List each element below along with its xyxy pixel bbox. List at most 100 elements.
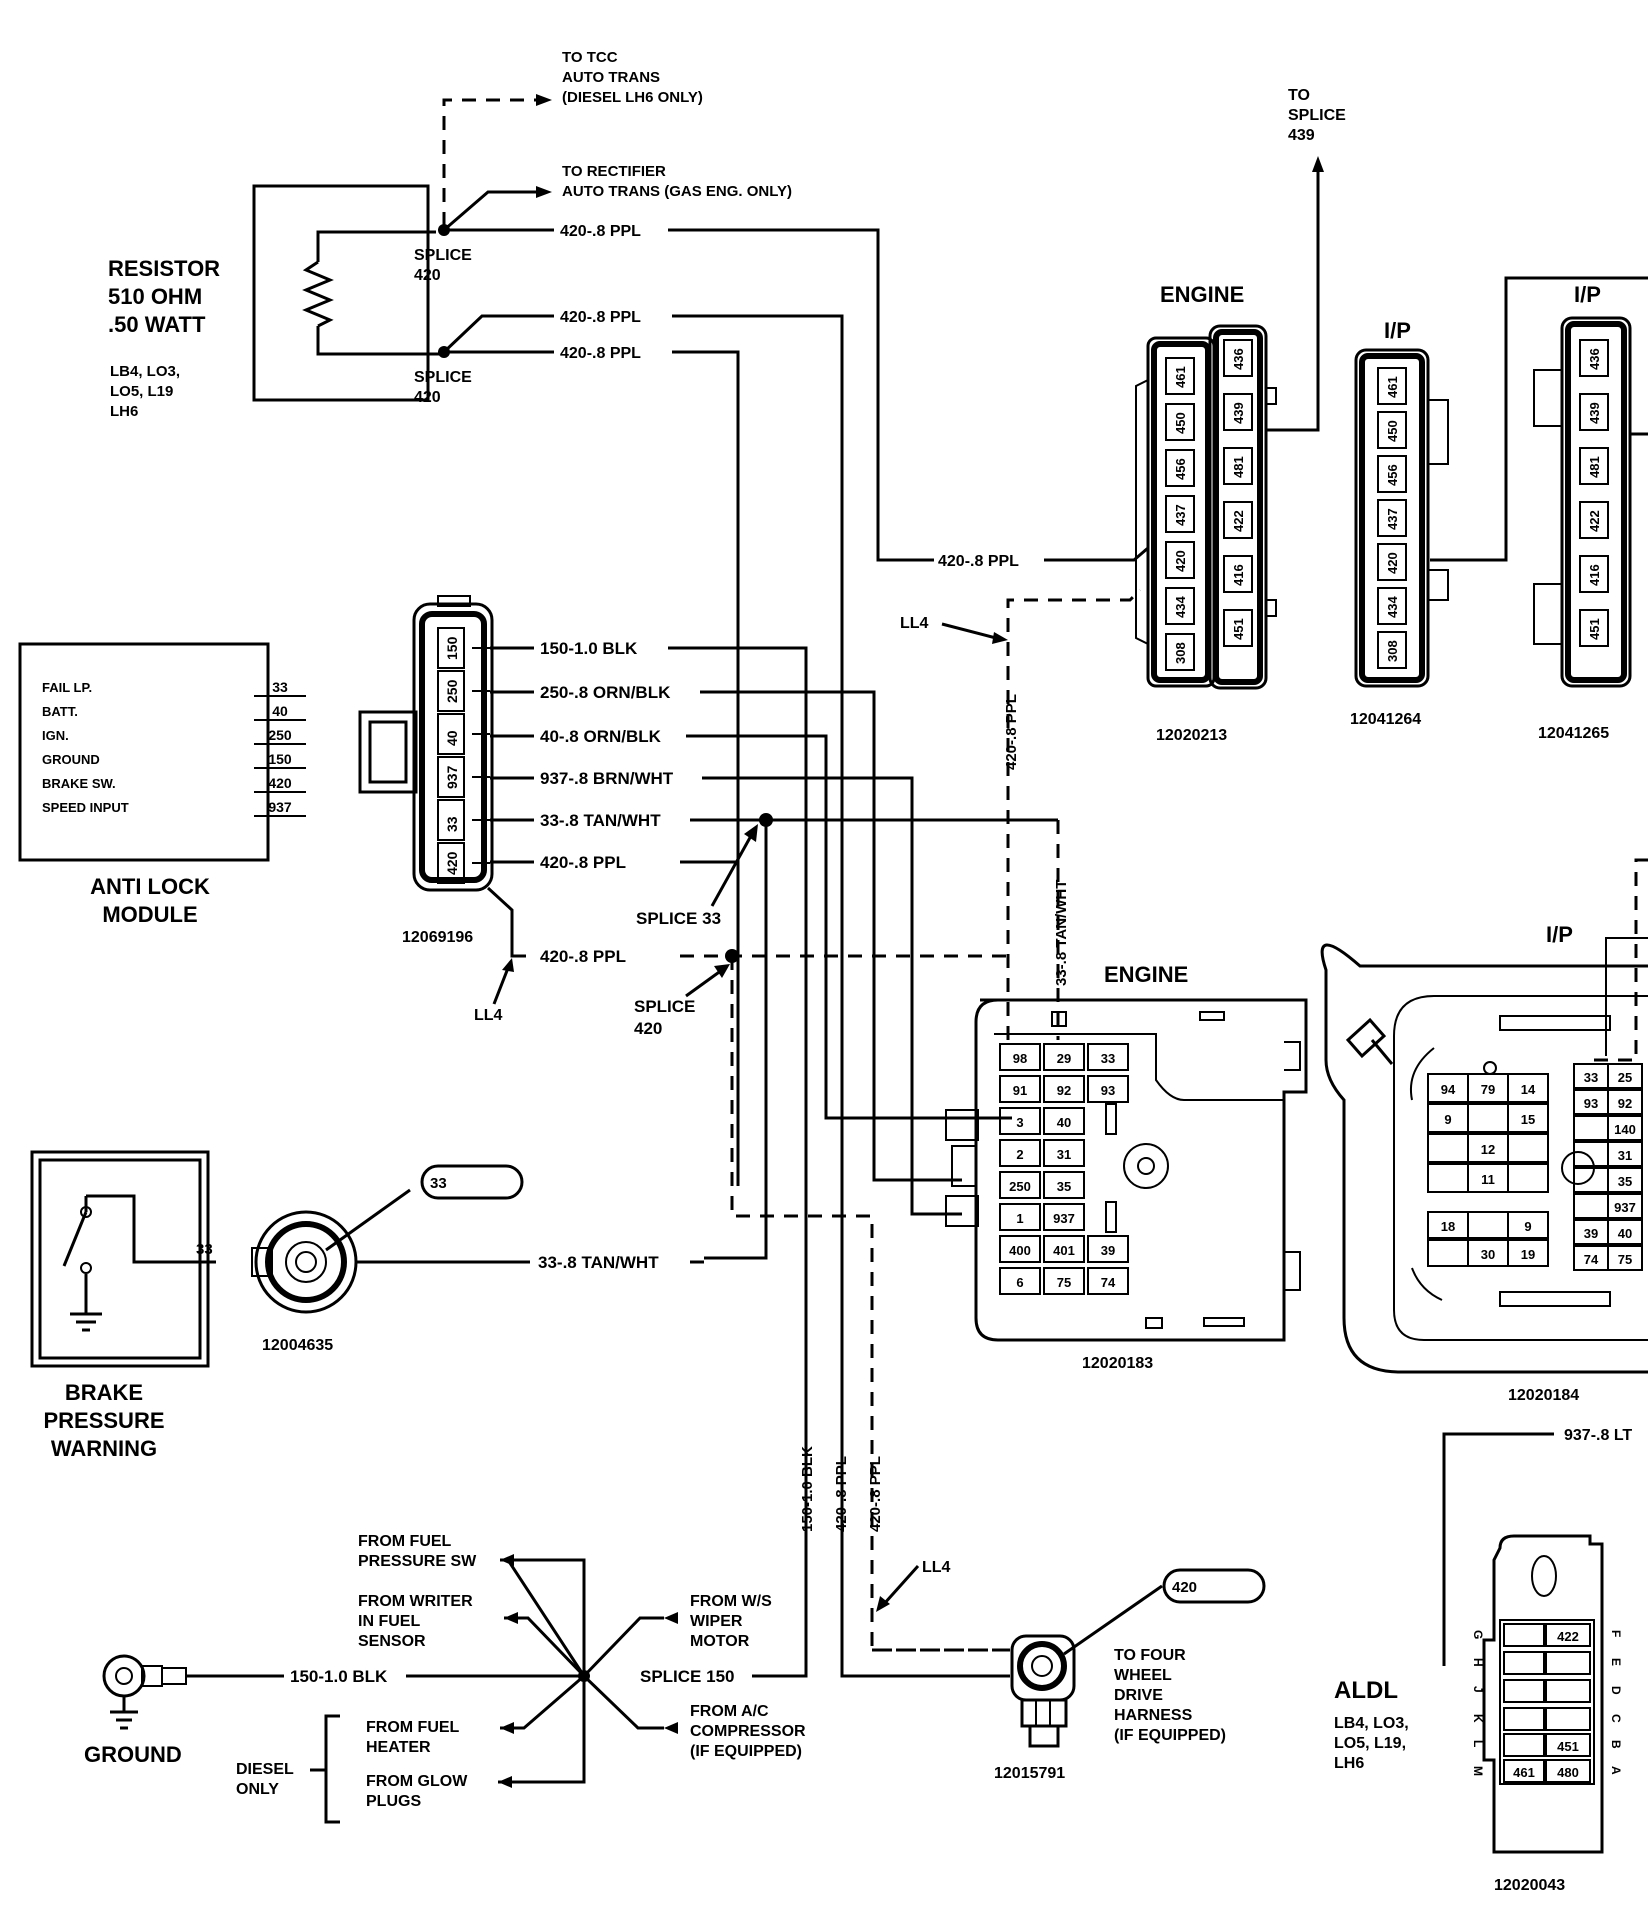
abs-connector-pin: 33 [444, 816, 460, 832]
engine-top-right-pin: 436 [1231, 348, 1246, 370]
ip-block-cell: 19 [1521, 1247, 1535, 1262]
engine-top-right-pin: 416 [1231, 564, 1246, 586]
aldl-engines-3: LH6 [1334, 1755, 1364, 1772]
engine-top-title: ENGINE [1160, 282, 1244, 307]
ip1-pin: 461 [1385, 376, 1400, 398]
ground-src-1b: PRESSURE SW [358, 1553, 477, 1570]
aldl-letter-right: C [1609, 1714, 1623, 1723]
four-wheel-line-1: TO FOUR [1114, 1647, 1186, 1664]
ip-block-cell: 14 [1521, 1082, 1536, 1097]
ground-src-1a: FROM FUEL [358, 1533, 452, 1550]
anti-lock-pin-number: 40 [272, 703, 288, 719]
splice420-mid-1: SPLICE [634, 997, 695, 1016]
aldl-engines-2: LO5, L19, [1334, 1735, 1406, 1752]
splice439-label-2: SPLICE [1288, 107, 1346, 124]
anti-lock-pin-number: 33 [272, 679, 288, 695]
four-wheel-connector: 420 TO FOUR WHEEL DRIVE HARNESS (IF EQUI… [872, 1568, 1266, 1782]
ground-rsrc-2b: COMPRESSOR [690, 1723, 806, 1740]
splice420-b-2: 420 [414, 389, 441, 406]
engine-block-cell: 39 [1101, 1243, 1115, 1258]
wire-420-vert-label: 420-.8 PPL [1003, 694, 1020, 770]
resistor-block: RESISTOR 510 OHM .50 WATT LB4, LO3, LO5,… [108, 184, 440, 420]
anti-lock-title-2: MODULE [102, 902, 197, 927]
engine-block-cell: 93 [1101, 1083, 1115, 1098]
ground-src-4b: PLUGS [366, 1793, 421, 1810]
ip2-pin: 422 [1587, 510, 1602, 532]
ground-rsrc-2a: FROM A/C [690, 1703, 769, 1720]
engine-block-cell: 40 [1057, 1115, 1071, 1130]
abs-connector-pin: 150 [444, 636, 460, 660]
ll4-label-a: LL4 [900, 615, 929, 632]
ip1-pin: 450 [1385, 420, 1400, 442]
wire-420-low-label: 420-.8 PPL [560, 345, 641, 362]
aldl-cell: 480 [1557, 1765, 1579, 1780]
anti-lock-pin-label: BRAKE SW. [42, 776, 116, 791]
rectifier-label-1: TO RECTIFIER [562, 163, 666, 180]
ground-star: GROUND 150-1.0 BLK SPLICE 150 FROM FUEL … [84, 1432, 808, 1824]
diesel-label-2: ONLY [236, 1781, 279, 1798]
splice420-a-2: 420 [414, 267, 441, 284]
engine-top-left-pin: 308 [1173, 642, 1188, 664]
engine-block-cell: 98 [1013, 1051, 1027, 1066]
aldl-letter-right: E [1609, 1658, 1623, 1666]
wire-150-label: 150-1.0 BLK [540, 639, 638, 658]
wire-420-conn-label: 420-.8 PPL [540, 853, 626, 872]
ip2-pin: 436 [1587, 348, 1602, 370]
aldl-connector: ALDL LB4, LO3, LO5, L19, LH6 937-.8 LT 4… [1334, 1427, 1632, 1894]
engine-top-left-pin: 456 [1173, 458, 1188, 480]
engine-block-cell: 92 [1057, 1083, 1071, 1098]
wire-420-vert3-label: 420-.8 PPL [867, 1456, 884, 1532]
ground-src-4a: FROM GLOW [366, 1773, 468, 1790]
wire-150-ground-label: 150-1.0 BLK [290, 1667, 388, 1686]
brake-switch-part: 12004635 [262, 1337, 333, 1354]
ip2-part: 12041265 [1538, 725, 1609, 742]
ip-block-cell: 25 [1618, 1070, 1632, 1085]
ground-rsrc-2c: (IF EQUIPPED) [690, 1743, 802, 1760]
splice420-a-1: SPLICE [414, 247, 472, 264]
ground-src-3a: FROM FUEL [366, 1719, 460, 1736]
wire-40-label: 40-.8 ORN/BLK [540, 727, 662, 746]
engine-top-left-pin: 461 [1173, 366, 1188, 388]
engine-block-cell: 35 [1057, 1179, 1071, 1194]
ip2-pin: 439 [1587, 402, 1602, 424]
resistor-title-3: .50 WATT [108, 312, 206, 337]
anti-lock-pin-label: FAIL LP. [42, 680, 92, 695]
engine-block-cell: 2 [1016, 1147, 1023, 1162]
engine-block-part: 12020183 [1082, 1355, 1153, 1372]
aldl-cell: 451 [1557, 1739, 1579, 1754]
engine-block-cell: 33 [1101, 1051, 1115, 1066]
ip-block-cell: 75 [1618, 1252, 1632, 1267]
anti-lock-pin-label: SPEED INPUT [42, 800, 129, 815]
ground-label: GROUND [84, 1742, 182, 1767]
aldl-engines-1: LB4, LO3, [1334, 1715, 1409, 1732]
engine-block-cell: 3 [1016, 1115, 1023, 1130]
brake-title-1: BRAKE [65, 1380, 143, 1405]
aldl-cell: 461 [1513, 1765, 1535, 1780]
anti-lock-pin-label: BATT. [42, 704, 78, 719]
engine-block-cell: 1 [1016, 1211, 1023, 1226]
engine-top-left-pin: 434 [1173, 596, 1188, 618]
tcc-label-3: (DIESEL LH6 ONLY) [562, 89, 703, 106]
wire-937-label: 937-.8 BRN/WHT [540, 769, 674, 788]
anti-lock-pin-label: GROUND [42, 752, 100, 767]
ip-block-cell: 140 [1614, 1122, 1636, 1137]
resistor-engines-2: LO5, L19 [110, 383, 173, 400]
abs-connector-pin: 250 [444, 679, 460, 703]
four-wheel-line-4: HARNESS [1114, 1707, 1193, 1724]
four-wheel-tag: 420 [1172, 1579, 1197, 1596]
ip-block-title: I/P [1546, 922, 1573, 947]
